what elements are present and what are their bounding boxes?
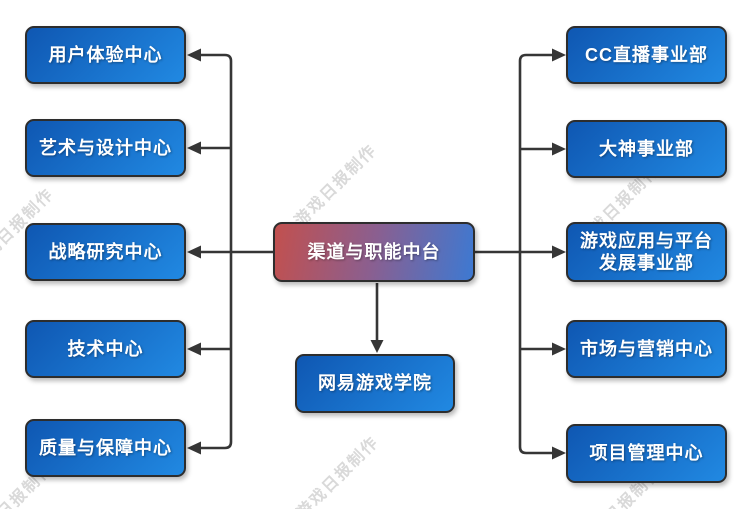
arrowhead-right-icon	[552, 245, 566, 259]
node-technology-center: 技术中心	[25, 320, 186, 378]
node-strategy-research-center: 战略研究中心	[25, 223, 186, 281]
right-trunk-line	[518, 53, 556, 455]
arrowhead-right-icon	[552, 48, 566, 62]
arrowhead-left-icon	[187, 245, 201, 259]
arrowhead-left-icon	[187, 141, 201, 155]
node-channel-functional-middle-platform: 渠道与职能中台	[273, 222, 475, 282]
node-user-experience-center: 用户体验中心	[25, 26, 186, 84]
arrowheads	[187, 48, 566, 460]
arrowhead-right-icon	[552, 342, 566, 356]
node-quality-assurance-center: 质量与保障中心	[25, 419, 186, 477]
node-netease-games-academy: 网易游戏学院	[295, 354, 455, 413]
arrowhead-down-icon	[370, 340, 384, 353]
node-game-app-platform-division: 游戏应用与平台 发展事业部	[566, 222, 727, 282]
node-market-marketing-center: 市场与营销中心	[566, 320, 727, 378]
arrowhead-right-icon	[552, 446, 566, 460]
node-project-management-center: 项目管理中心	[566, 424, 727, 483]
arrowhead-left-icon	[187, 441, 201, 455]
arrowhead-left-icon	[187, 48, 201, 62]
node-art-design-center: 艺术与设计中心	[25, 119, 186, 177]
arrowhead-left-icon	[187, 342, 201, 356]
node-dashen-division: 大神事业部	[566, 120, 727, 178]
arrowhead-right-icon	[552, 142, 566, 156]
node-cc-live-division: CC直播事业部	[566, 26, 727, 84]
